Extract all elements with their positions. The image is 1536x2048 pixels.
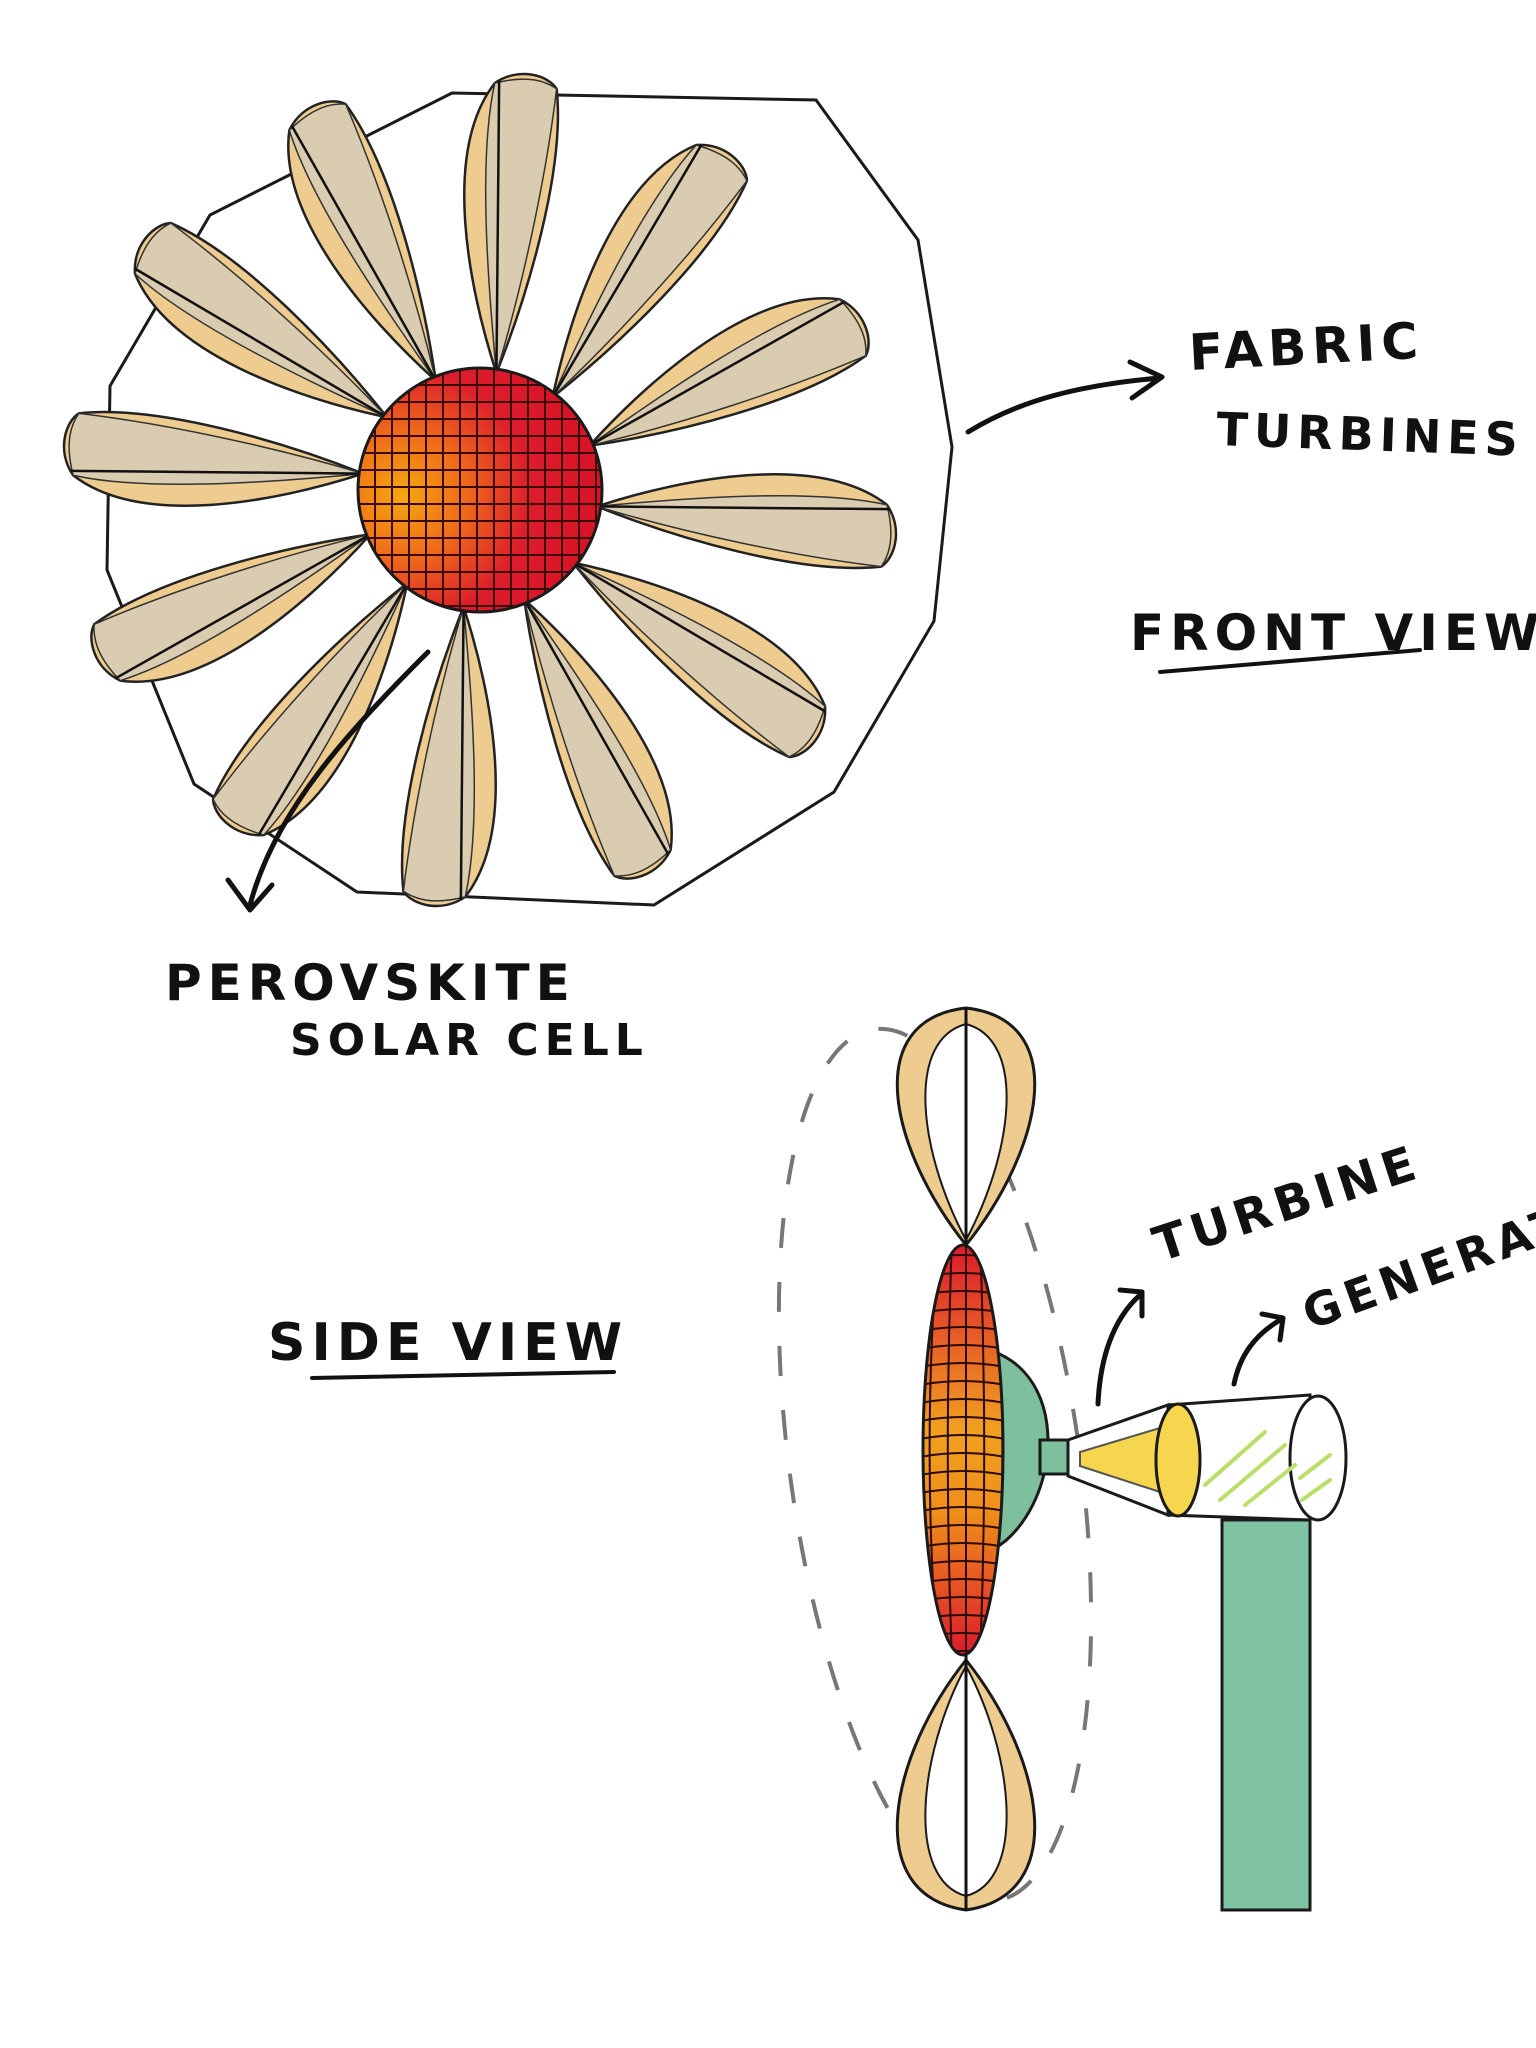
generator-body	[1154, 1393, 1348, 1522]
generator-arrow	[1231, 1311, 1286, 1387]
perovskite-solar-cell	[356, 366, 604, 614]
front-view-label: FRONT VIEW	[1130, 604, 1536, 662]
fabric-blade	[586, 297, 870, 448]
side-view-diagram	[776, 1006, 1348, 1912]
fabric-blade	[62, 410, 367, 507]
fabric-blade	[522, 596, 673, 880]
fabric-blade	[133, 221, 391, 420]
fabric-blade	[550, 143, 749, 401]
fabric-blade	[463, 72, 560, 377]
turbine-shaft	[1038, 1438, 1072, 1476]
turbine-arrow	[1095, 1287, 1145, 1407]
fabric-blade	[569, 560, 827, 759]
turbine-label: TURBINE	[1146, 1134, 1428, 1273]
fabric-blade	[400, 603, 497, 908]
fabric-blade	[211, 579, 410, 837]
fabric-turbines-label-line2: TURBINES	[1216, 402, 1525, 467]
fabric-blade	[90, 532, 374, 683]
generator-stand	[1220, 1518, 1312, 1912]
front-view-diagram	[62, 72, 954, 908]
perovskite-arrow	[225, 649, 431, 913]
turbine-cone	[1066, 1402, 1170, 1518]
side-blade-bottom	[895, 1655, 1037, 1912]
side-view-label: SIDE VIEW	[268, 1313, 628, 1373]
rotor-frame-outline	[105, 91, 954, 907]
fabric-turbine-blades	[62, 72, 898, 908]
perovskite-label-line2: SOLAR CELL	[290, 1015, 649, 1066]
front-view-underline	[1158, 648, 1422, 674]
side-blade-top	[895, 1006, 1037, 1250]
fabric-blade	[593, 473, 898, 570]
fabric-turbines-arrow	[965, 359, 1165, 435]
side-view-underline	[310, 1370, 616, 1380]
fabric-turbines-label-line1: FABRIC	[1188, 312, 1426, 382]
fabric-blade	[287, 100, 438, 384]
perovskite-label-line1: PEROVSKITE	[165, 954, 576, 1012]
side-solar-cell	[921, 1243, 1005, 1657]
